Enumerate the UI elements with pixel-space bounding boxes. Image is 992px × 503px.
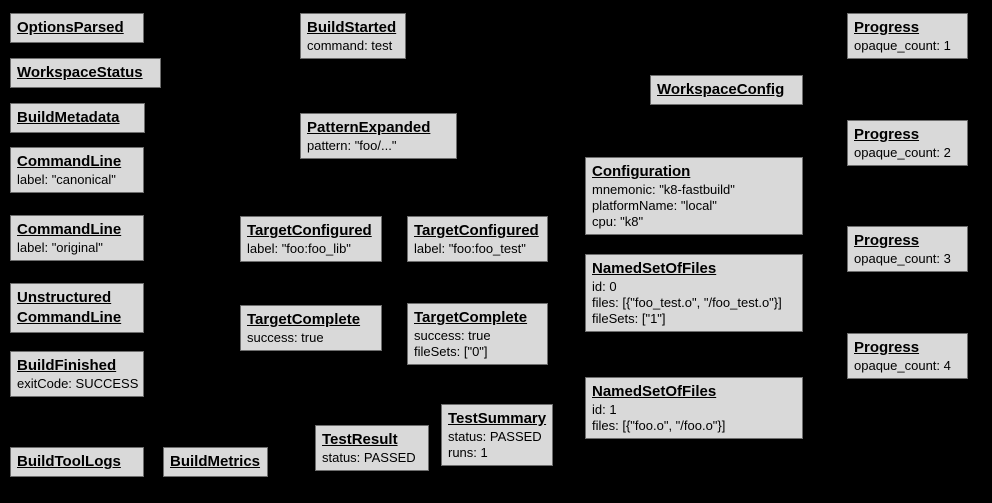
node-build-started: BuildStarted command: test [300, 13, 406, 59]
node-title: TargetConfigured [414, 222, 539, 239]
node-detail: label: "canonical" [17, 172, 116, 187]
node-detail: label: "foo:foo_test" [414, 241, 526, 256]
node-detail: success: true [414, 328, 491, 343]
node-progress-2: Progress opaque_count: 2 [847, 120, 968, 166]
node-command-line-original: CommandLine label: "original" [10, 215, 144, 261]
node-detail: opaque_count: 2 [854, 145, 951, 160]
node-title: NamedSetOfFiles [592, 260, 717, 277]
node-detail: status: PASSED [448, 429, 542, 444]
node-command-line-canonical: CommandLine label: "canonical" [10, 147, 144, 193]
node-workspace-status: WorkspaceStatus [10, 58, 161, 88]
node-title: BuildMetadata [17, 109, 120, 126]
node-title: OptionsParsed [17, 19, 124, 36]
node-build-metadata: BuildMetadata [10, 103, 145, 133]
node-target-complete-foo-lib: TargetComplete success: true [240, 305, 382, 351]
node-detail: fileSets: ["1"] [592, 311, 666, 326]
node-title: BuildStarted [307, 19, 397, 36]
node-title: TargetComplete [247, 311, 361, 328]
node-title: CommandLine [17, 153, 122, 170]
node-test-result: TestResult status: PASSED [315, 425, 429, 471]
node-configuration: Configuration mnemonic: "k8-fastbuild"pla… [585, 157, 803, 235]
node-detail: opaque_count: 3 [854, 251, 951, 266]
node-title: TestSummary [448, 410, 547, 427]
node-target-configured-foo-test: TargetConfigured label: "foo:foo_test" [407, 216, 548, 262]
node-title: Progress [854, 126, 920, 143]
node-title: TestResult [322, 431, 398, 448]
node-detail: exitCode: SUCCESS [17, 376, 139, 391]
node-title: BuildToolLogs [17, 453, 121, 470]
node-options-parsed: OptionsParsed [10, 13, 144, 43]
node-progress-3: Progress opaque_count: 3 [847, 226, 968, 272]
node-detail: success: true [247, 330, 324, 345]
node-detail: opaque_count: 1 [854, 38, 951, 53]
node-detail: opaque_count: 4 [854, 358, 951, 373]
node-detail: command: test [307, 38, 393, 53]
node-title: Configuration [592, 163, 691, 180]
node-title: TargetConfigured [247, 222, 372, 239]
node-detail: files: [{"foo.o", "/foo.o"}] [592, 418, 726, 433]
node-title: Progress [854, 232, 920, 249]
node-progress-1: Progress opaque_count: 1 [847, 13, 968, 59]
node-title: CommandLine [17, 221, 122, 238]
node-build-tool-logs: BuildToolLogs [10, 447, 144, 477]
node-title: Progress [854, 19, 920, 36]
node-detail: cpu: "k8" [592, 214, 644, 229]
node-detail: status: PASSED [322, 450, 416, 465]
node-workspace-config: WorkspaceConfig [650, 75, 803, 105]
node-build-metrics: BuildMetrics [163, 447, 268, 477]
node-title: PatternExpanded [307, 119, 431, 136]
node-pattern-expanded: PatternExpanded pattern: "foo/..." [300, 113, 457, 159]
node-detail: mnemonic: "k8-fastbuild" [592, 182, 735, 197]
node-title: TargetComplete [414, 309, 528, 326]
node-detail: runs: 1 [448, 445, 488, 460]
node-detail: platformName: "local" [592, 198, 717, 213]
node-title: Progress [854, 339, 920, 356]
node-title: BuildFinished [17, 357, 117, 374]
node-progress-4: Progress opaque_count: 4 [847, 333, 968, 379]
node-detail: id: 0 [592, 279, 617, 294]
node-title: WorkspaceStatus [17, 64, 143, 81]
node-title: NamedSetOfFiles [592, 383, 717, 400]
node-detail: fileSets: ["0"] [414, 344, 488, 359]
node-detail: id: 1 [592, 402, 617, 417]
node-detail: label: "foo:foo_lib" [247, 241, 351, 256]
node-title: WorkspaceConfig [657, 81, 785, 98]
node-detail: pattern: "foo/..." [307, 138, 397, 153]
node-detail: label: "original" [17, 240, 103, 255]
node-target-configured-foo-lib: TargetConfigured label: "foo:foo_lib" [240, 216, 382, 262]
node-title: Unstructured [17, 289, 112, 306]
node-title: CommandLine [17, 309, 122, 326]
node-build-finished: BuildFinished exitCode: SUCCESS [10, 351, 144, 397]
node-title: BuildMetrics [170, 453, 261, 470]
node-detail: files: [{"foo_test.o", "/foo_test.o"}] [592, 295, 782, 310]
